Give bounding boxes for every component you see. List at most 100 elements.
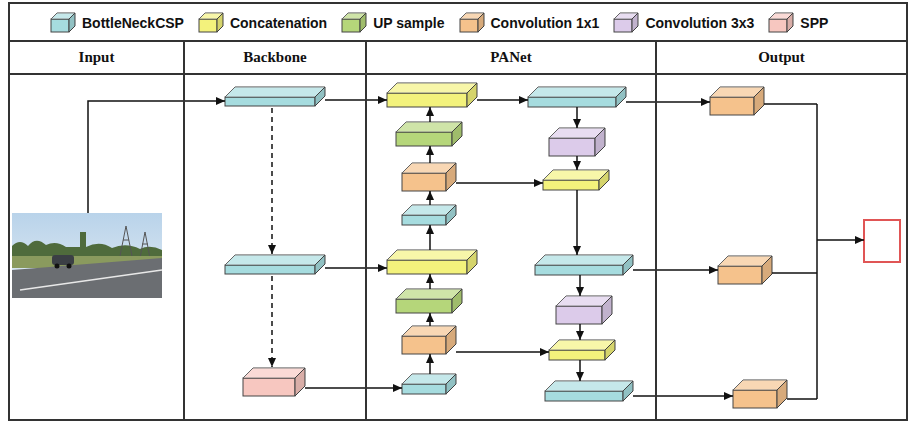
bottleneckcsp-block xyxy=(225,255,325,274)
block-front xyxy=(51,19,69,32)
photo-road xyxy=(12,258,162,298)
block-side-shade xyxy=(467,83,477,107)
legend-swatch xyxy=(50,12,76,34)
conv1x1-block xyxy=(402,326,456,354)
column-panel: Output xyxy=(655,40,908,421)
flow-arrow xyxy=(477,99,528,101)
concatenation-block xyxy=(549,340,615,360)
block-side-shade xyxy=(605,340,615,360)
block-side xyxy=(446,205,456,225)
block-side xyxy=(762,256,772,284)
flow-arrow xyxy=(576,156,578,170)
block-top-shade xyxy=(535,255,633,265)
legend-item: Convolution 3x3 xyxy=(613,12,754,34)
block-side-shade xyxy=(623,381,633,401)
heading-run: Backbone xyxy=(243,49,306,66)
flow-arrow xyxy=(429,107,431,122)
block-side-shade xyxy=(452,289,462,313)
swatch-block xyxy=(460,13,484,32)
block-top-shade xyxy=(396,289,462,299)
block-front xyxy=(549,138,595,156)
heading-run: Output xyxy=(758,49,805,66)
flow-arrow xyxy=(579,324,581,340)
photo-wheel xyxy=(67,264,72,269)
block-front xyxy=(460,19,478,32)
block-top xyxy=(243,368,305,378)
flow-arrow xyxy=(325,267,387,269)
flow-arrow xyxy=(305,387,402,389)
block-front xyxy=(549,350,605,360)
block-side xyxy=(295,368,305,396)
block-top-shade xyxy=(387,83,477,93)
block-side-shade xyxy=(623,255,633,275)
block-side-shade xyxy=(467,250,477,274)
block-side xyxy=(467,250,477,274)
block-side xyxy=(360,13,366,32)
legend-text: Convolution 1x1 xyxy=(491,15,600,31)
block-side xyxy=(777,380,787,408)
block-top-shade xyxy=(225,87,325,97)
spp-block xyxy=(243,368,305,396)
block-side xyxy=(452,122,462,146)
legend-text: SPP xyxy=(800,15,828,31)
block-top xyxy=(545,381,633,391)
conv3x3-block xyxy=(549,128,605,156)
legend-item: UP sample xyxy=(341,12,444,34)
block-side-shade xyxy=(632,13,638,32)
block-front xyxy=(556,306,602,324)
legend-swatch xyxy=(459,12,485,34)
block-front xyxy=(718,266,762,284)
legend-text: Concatenation xyxy=(230,15,327,31)
block-side xyxy=(754,87,764,115)
block-front xyxy=(543,180,599,190)
concatenation-block xyxy=(387,250,477,274)
bottleneckcsp-block xyxy=(545,381,633,401)
block-front xyxy=(387,93,467,107)
layer-blocks xyxy=(225,83,787,408)
heading-run: Input xyxy=(79,49,115,66)
heading-run: PANet xyxy=(490,49,531,66)
block-top-shade xyxy=(545,381,633,391)
block-top xyxy=(549,340,615,350)
legend-swatch xyxy=(198,12,224,34)
swatch-block xyxy=(614,13,638,32)
block-side xyxy=(217,13,223,32)
flow-arrow xyxy=(633,395,733,397)
flow-arrow xyxy=(429,146,431,163)
swatch-block xyxy=(342,13,366,32)
conv3x3-block xyxy=(556,296,612,324)
flow-arrow xyxy=(325,99,387,101)
column-heading: Input xyxy=(10,42,183,75)
flow-line xyxy=(787,398,817,400)
block-side-shade xyxy=(360,13,366,32)
upsample-block xyxy=(396,289,462,313)
block-side-shade xyxy=(69,13,75,32)
block-front xyxy=(402,215,446,225)
block-top xyxy=(535,255,633,265)
block-front xyxy=(528,97,616,107)
legend: BottleNeckCSPConcatenationUP sampleConvo… xyxy=(8,2,908,42)
legend-item: Convolution 1x1 xyxy=(459,12,600,34)
block-front xyxy=(225,265,315,274)
block-side xyxy=(616,87,626,107)
block-front xyxy=(710,97,754,115)
column-heading: Output xyxy=(657,42,906,75)
block-side xyxy=(315,255,325,274)
flow-arrow xyxy=(429,354,431,374)
flow-arrow xyxy=(626,101,710,103)
block-side xyxy=(602,296,612,324)
block-front xyxy=(342,19,360,32)
block-side xyxy=(446,374,456,394)
block-side-shade xyxy=(295,368,305,396)
block-side-shade xyxy=(599,170,609,190)
block-front xyxy=(402,173,446,191)
legend-item: SPP xyxy=(768,12,828,34)
block-front xyxy=(199,19,217,32)
block-side xyxy=(452,289,462,313)
block-side-shade xyxy=(452,122,462,146)
block-side xyxy=(446,326,456,354)
block-top xyxy=(225,255,325,265)
flow-line xyxy=(772,272,817,274)
block-side xyxy=(623,255,633,275)
swatch-block xyxy=(769,13,793,32)
